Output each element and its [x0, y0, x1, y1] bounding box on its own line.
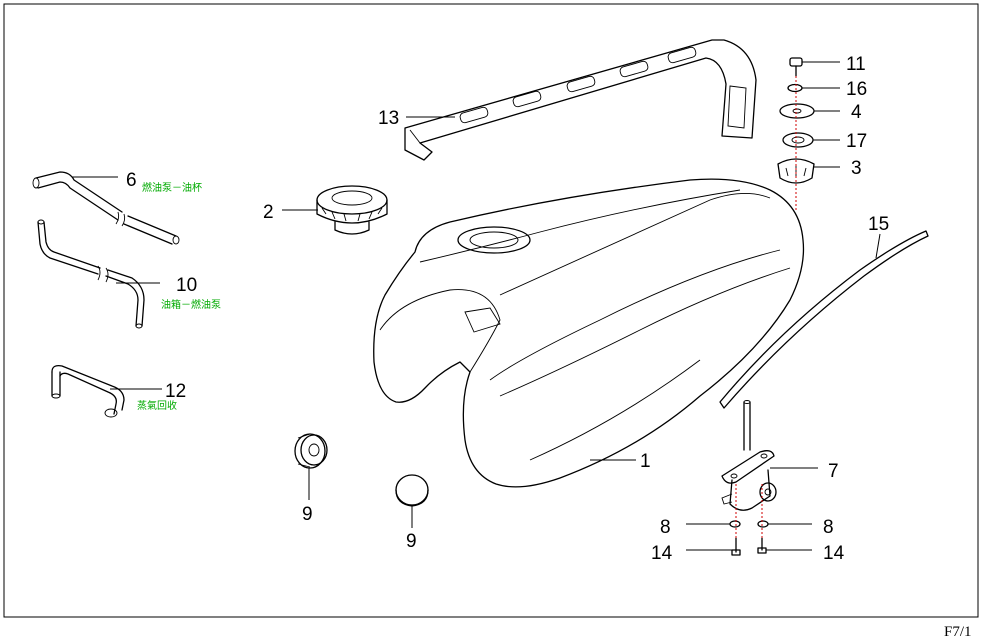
rubber-mount-9-right	[395, 474, 429, 507]
vapor-hose-12	[51, 364, 125, 418]
washer-8-right	[757, 520, 769, 528]
washer-16	[787, 83, 803, 93]
rubber-strip-15	[719, 230, 929, 409]
callout-3: 3	[851, 158, 862, 179]
note-hose-6: 燃油泵－油杯	[142, 181, 202, 194]
callout-9-right: 9	[406, 531, 417, 552]
callout-14-right: 14	[823, 543, 845, 564]
callout-16: 16	[846, 79, 867, 100]
collar-4	[779, 103, 815, 119]
callout-7: 7	[828, 461, 839, 482]
note-hose-12: 蒸氣回收	[137, 399, 177, 412]
callout-11: 11	[846, 54, 866, 75]
rubber-cushion-3	[777, 158, 815, 184]
screw-14-right	[757, 537, 767, 554]
bolt-11	[789, 57, 803, 77]
callout-17: 17	[846, 131, 867, 152]
callout-8-right: 8	[823, 517, 834, 538]
callout-2: 2	[263, 202, 274, 223]
callout-8-left: 8	[660, 517, 671, 538]
rubber-mount-9-left	[294, 433, 328, 469]
diagram-frame	[3, 3, 979, 618]
callout-4: 4	[851, 102, 862, 123]
callout-13: 13	[378, 108, 399, 129]
fuel-valve-7	[721, 400, 777, 511]
note-hose-10: 油箱－燃油泵	[161, 298, 221, 311]
callout-9-left: 9	[302, 504, 313, 525]
callout-12: 12	[165, 381, 186, 402]
fuel-cap-2	[316, 185, 388, 235]
callout-15: 15	[868, 214, 889, 235]
mounting-bracket-13	[404, 39, 757, 161]
callout-6: 6	[126, 170, 137, 191]
callout-10: 10	[176, 275, 197, 296]
page-reference: F7/1	[944, 624, 972, 640]
callout-14-left: 14	[651, 543, 673, 564]
screw-14-left	[731, 537, 741, 556]
fuel-tank-1	[373, 178, 805, 488]
fuel-hose-10	[37, 219, 145, 329]
washer-17	[782, 132, 814, 148]
fuel-hose-6	[32, 171, 180, 245]
washer-8-left	[729, 520, 741, 528]
callout-1: 1	[640, 451, 651, 472]
